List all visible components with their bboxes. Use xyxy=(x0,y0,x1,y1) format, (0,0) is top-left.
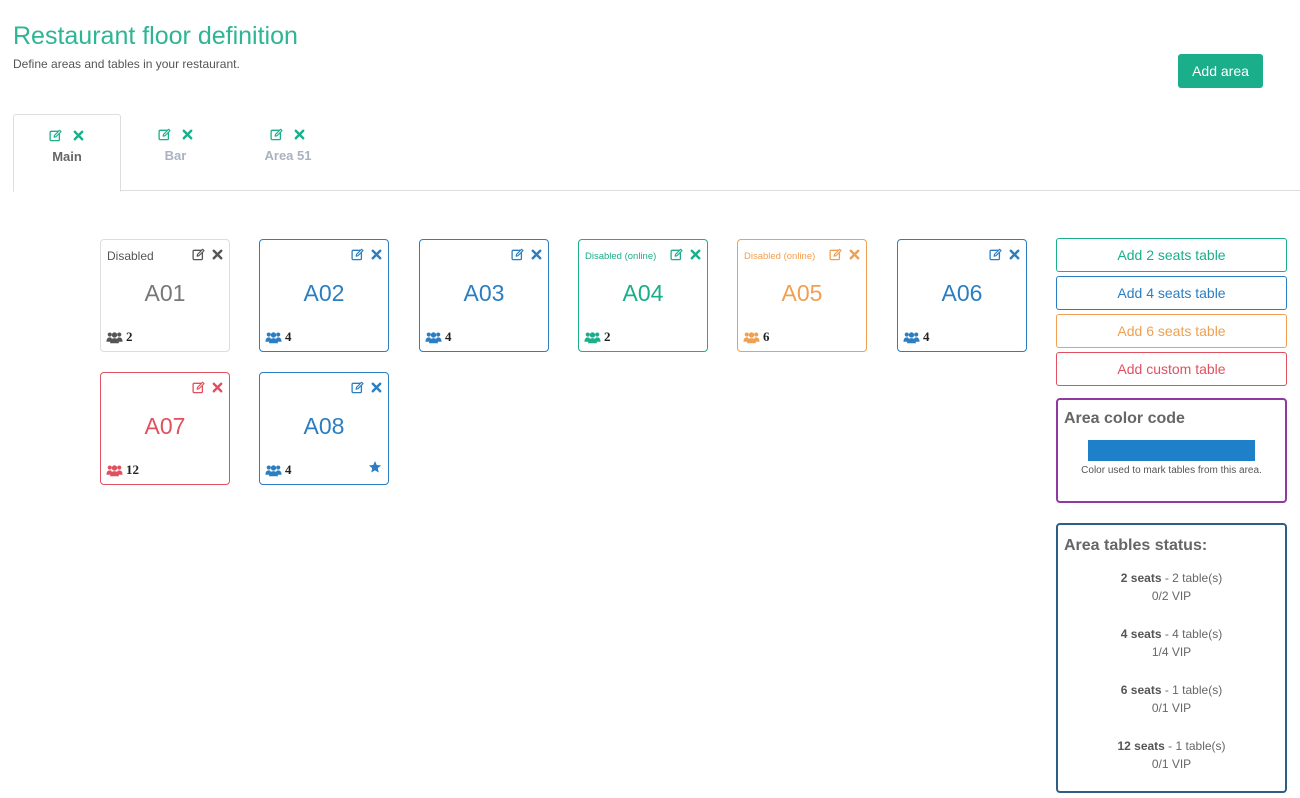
table-name: A08 xyxy=(303,413,345,439)
table-card-a02[interactable]: A02 4 xyxy=(259,239,389,352)
users-icon xyxy=(743,331,760,344)
area-color-panel: Area color code Color used to mark table… xyxy=(1056,398,1287,503)
close-icon[interactable] xyxy=(72,129,85,142)
table-card-a03[interactable]: A03 4 xyxy=(419,239,549,352)
table-status: Disabled (online) xyxy=(585,251,657,262)
status-tables: - 4 table(s) xyxy=(1161,627,1223,641)
table-status: Disabled (online) xyxy=(744,251,816,262)
table-name: A05 xyxy=(781,280,823,306)
close-icon[interactable] xyxy=(211,381,224,394)
status-vip: 0/1 VIP xyxy=(1151,757,1192,771)
status-seats: 12 seats xyxy=(1117,739,1165,753)
table-card-a07[interactable]: A07 12 xyxy=(100,372,230,485)
edit-icon[interactable] xyxy=(829,248,842,261)
status-row: 12 seats - 1 table(s) 0/1 VIP xyxy=(1058,737,1285,773)
close-icon[interactable] xyxy=(370,248,383,261)
status-vip: 0/2 VIP xyxy=(1151,589,1192,603)
table-card-a06[interactable]: A06 4 xyxy=(897,239,1027,352)
tab-label: Area 51 xyxy=(264,148,312,163)
tab-label: Main xyxy=(52,149,82,164)
table-name: A06 xyxy=(941,280,983,306)
table-card-a08[interactable]: A08 4 xyxy=(259,372,389,485)
status-vip: 0/1 VIP xyxy=(1151,701,1192,715)
status-seats: 6 seats xyxy=(1120,683,1162,697)
table-seats: 2 xyxy=(126,329,133,344)
edit-icon[interactable] xyxy=(49,129,62,142)
close-icon[interactable] xyxy=(181,128,194,141)
close-icon[interactable] xyxy=(530,248,543,261)
table-name: A01 xyxy=(144,280,186,306)
panel-title: Area color code xyxy=(1064,410,1185,427)
edit-icon[interactable] xyxy=(670,248,683,261)
table-card-a01[interactable]: Disabled A01 2 xyxy=(100,239,230,352)
users-icon xyxy=(584,331,601,344)
table-seats: 2 xyxy=(604,329,611,344)
tab-bar[interactable]: Bar xyxy=(128,114,223,192)
table-seats: 4 xyxy=(285,462,292,477)
page-title: Restaurant floor definition xyxy=(13,22,298,50)
users-icon xyxy=(903,331,920,344)
edit-icon[interactable] xyxy=(157,128,171,141)
tab-label: Bar xyxy=(164,148,187,163)
close-icon[interactable] xyxy=(848,248,861,261)
table-seats: 4 xyxy=(923,329,930,344)
close-icon[interactable] xyxy=(689,248,702,261)
edit-icon[interactable] xyxy=(989,248,1002,261)
close-icon[interactable] xyxy=(293,128,306,141)
table-status: Disabled xyxy=(107,249,154,263)
status-tables: - 1 table(s) xyxy=(1161,683,1223,697)
status-vip: 1/4 VIP xyxy=(1151,645,1192,659)
table-seats: 6 xyxy=(763,329,770,344)
table-seats: 12 xyxy=(126,462,139,477)
edit-icon[interactable] xyxy=(351,381,364,394)
edit-icon[interactable] xyxy=(192,248,205,261)
status-row: 2 seats - 2 table(s) 0/2 VIP xyxy=(1058,569,1285,605)
edit-icon[interactable] xyxy=(192,381,205,394)
page-subtitle: Define areas and tables in your restaura… xyxy=(13,57,240,71)
users-icon xyxy=(425,331,442,344)
status-seats: 2 seats xyxy=(1120,571,1162,585)
status-row: 4 seats - 4 table(s) 1/4 VIP xyxy=(1058,625,1285,661)
users-icon xyxy=(106,464,123,477)
tab-main[interactable]: Main xyxy=(13,114,121,192)
add-2-seats-table-button[interactable]: Add 2 seats table xyxy=(1056,238,1287,272)
add-area-button[interactable]: Add area xyxy=(1178,54,1263,88)
add-6-seats-table-button[interactable]: Add 6 seats table xyxy=(1056,314,1287,348)
close-icon[interactable] xyxy=(1008,248,1021,261)
table-seats: 4 xyxy=(445,329,452,344)
edit-icon[interactable] xyxy=(511,248,524,261)
edit-icon[interactable] xyxy=(351,248,364,261)
users-icon xyxy=(265,464,282,477)
table-card-a04[interactable]: Disabled (online) A04 2 xyxy=(578,239,708,352)
users-icon xyxy=(106,331,123,344)
status-tables: - 2 table(s) xyxy=(1161,571,1223,585)
add-custom-table-button[interactable]: Add custom table xyxy=(1056,352,1287,386)
edit-icon[interactable] xyxy=(270,128,283,141)
status-row: 6 seats - 1 table(s) 0/1 VIP xyxy=(1058,681,1285,717)
add-4-seats-table-button[interactable]: Add 4 seats table xyxy=(1056,276,1287,310)
close-icon[interactable] xyxy=(211,248,224,261)
tab-area-51[interactable]: Area 51 xyxy=(238,114,338,192)
star-icon xyxy=(368,460,382,474)
table-name: A04 xyxy=(622,280,664,306)
panel-title: Area tables status: xyxy=(1064,537,1208,554)
status-seats: 4 seats xyxy=(1120,627,1162,641)
table-name: A03 xyxy=(463,280,505,306)
users-icon xyxy=(265,331,282,344)
close-icon[interactable] xyxy=(370,381,383,394)
area-tables-status-panel: Area tables status: 2 seats - 2 table(s)… xyxy=(1056,523,1287,793)
table-seats: 4 xyxy=(285,329,292,344)
area-color-swatch[interactable] xyxy=(1088,440,1255,461)
table-name: A07 xyxy=(144,413,186,439)
color-caption: Color used to mark tables from this area… xyxy=(1081,465,1262,476)
status-tables: - 1 table(s) xyxy=(1164,739,1226,753)
table-name: A02 xyxy=(303,280,345,306)
area-tabs: Main Bar Area 51 xyxy=(13,114,1300,192)
table-card-a05[interactable]: Disabled (online) A05 6 xyxy=(737,239,867,352)
